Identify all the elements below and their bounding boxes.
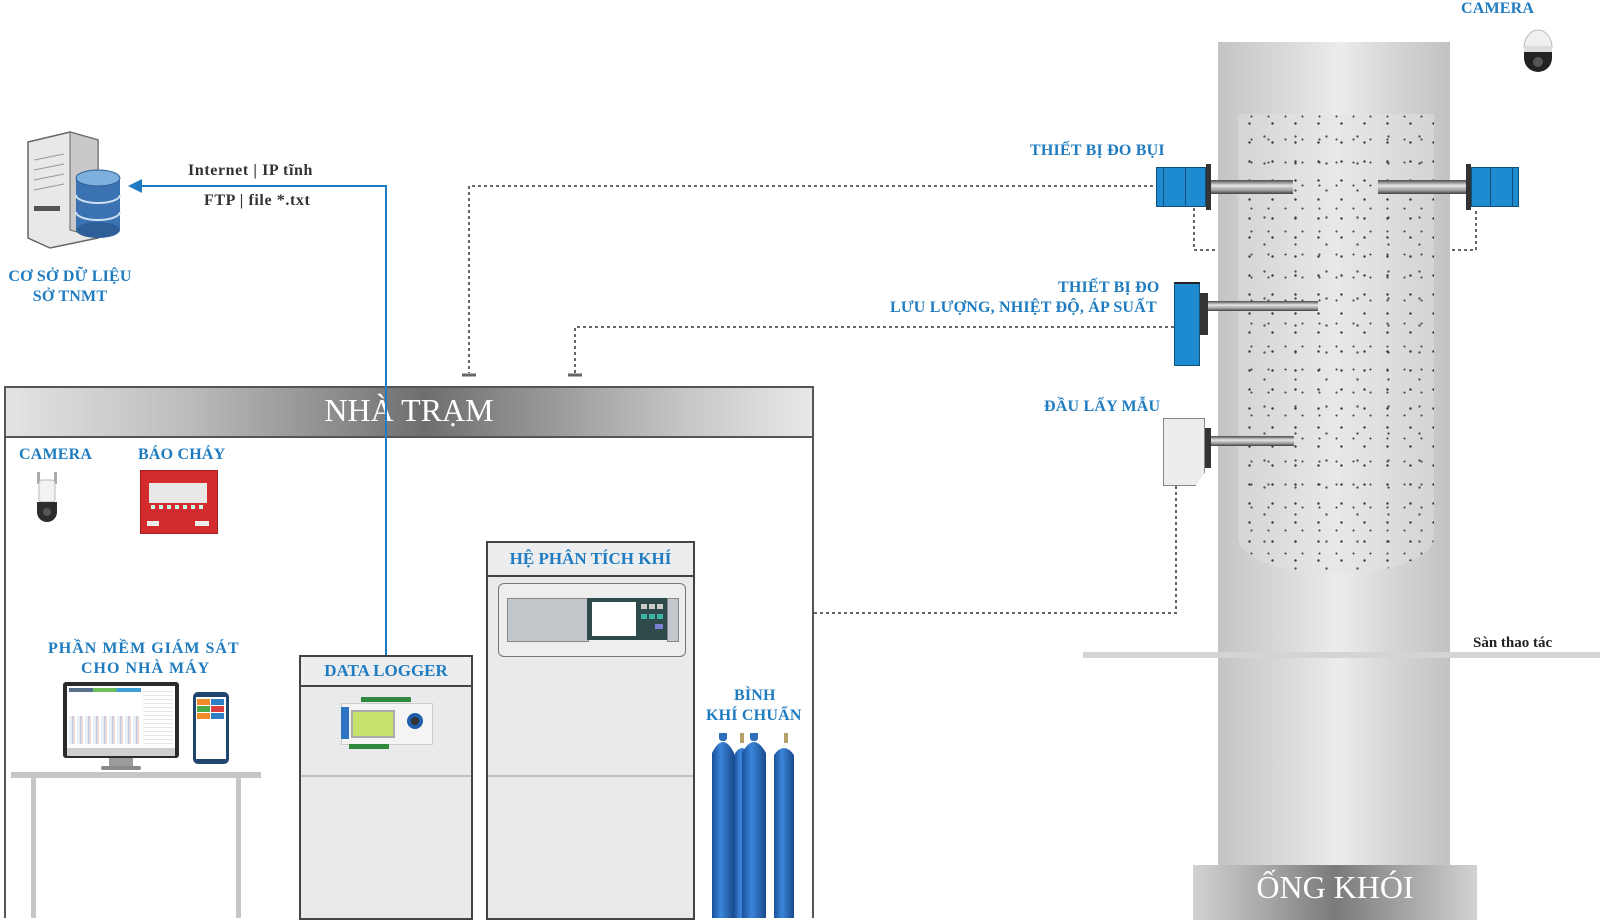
gas-cylinder-label-line2: KHÍ CHUẨN bbox=[706, 707, 802, 724]
server-database-icon bbox=[27, 131, 121, 249]
arrow-to-database-icon bbox=[128, 179, 142, 193]
stack-title: ỐNG KHÓI bbox=[1256, 869, 1414, 905]
sampling-probe-label: ĐẦU LẤY MẪU bbox=[1044, 398, 1161, 415]
dust-receiver bbox=[1471, 167, 1519, 207]
gas-analyzer-cabinet: HỆ PHÂN TÍCH KHÍ bbox=[486, 541, 695, 920]
platform-label: Sàn thao tác bbox=[1473, 635, 1553, 651]
dust-monitor-label: THIẾT BỊ ĐO BỤI bbox=[1030, 142, 1165, 159]
work-platform bbox=[1083, 652, 1600, 658]
sample-line bbox=[705, 480, 1177, 614]
phone-icon bbox=[193, 692, 229, 764]
uplink-line-segment bbox=[385, 386, 387, 656]
transfer-protocol-line2: FTP | file *.txt bbox=[204, 192, 311, 209]
flow-signal-line bbox=[574, 326, 1174, 373]
data-logger-device-icon bbox=[341, 697, 433, 749]
data-logger-cabinet: DATA LOGGER bbox=[299, 655, 473, 920]
chimney-stack bbox=[1218, 42, 1450, 870]
monitor-icon bbox=[63, 682, 179, 772]
database-label-line2: SỞ TNMT bbox=[32, 288, 108, 305]
sampling-probe-box bbox=[1163, 418, 1205, 486]
database-label-line1: CƠ SỞ DỮ LIỆU bbox=[8, 268, 132, 285]
flow-device-rod bbox=[1208, 301, 1318, 311]
fire-alarm-label: BÁO CHÁY bbox=[138, 446, 226, 463]
dust-receiver-rod bbox=[1378, 180, 1466, 194]
gas-cylinders-icon bbox=[712, 733, 804, 918]
flow-device-label-line1: THIẾT BỊ ĐO bbox=[1058, 279, 1160, 296]
flow-device-label-line2: LƯU LƯỢNG, NHIỆT ĐỘ, ÁP SUẤT bbox=[890, 299, 1157, 316]
station-camera-label: CAMERA bbox=[19, 446, 93, 463]
gas-analyzer-device-icon bbox=[498, 583, 686, 657]
fire-alarm-panel-icon bbox=[140, 470, 218, 534]
software-label-line1: PHẦN MỀM GIÁM SÁT bbox=[48, 640, 240, 657]
transfer-protocol-line1: Internet | IP tĩnh bbox=[188, 162, 313, 179]
dust-transmitter-rod bbox=[1211, 180, 1293, 194]
station-camera-icon bbox=[34, 470, 60, 522]
dust-transmitter bbox=[1156, 167, 1206, 207]
dust-signal-line bbox=[468, 185, 1153, 373]
sampling-probe-rod bbox=[1211, 436, 1294, 446]
database-server bbox=[20, 130, 130, 250]
stack-base: ỐNG KHÓI bbox=[1193, 865, 1477, 920]
data-logger-label: DATA LOGGER bbox=[301, 657, 471, 687]
ptz-camera-icon bbox=[1520, 24, 1556, 76]
flow-device bbox=[1174, 282, 1200, 366]
gas-cylinder-label-line1: BÌNH bbox=[734, 687, 776, 704]
stack-camera-label: CAMERA bbox=[1461, 0, 1535, 17]
station-title: NHÀ TRẠM bbox=[324, 392, 494, 428]
software-label-line2: CHO NHÀ MÁY bbox=[81, 660, 211, 677]
gas-analyzer-label: HỆ PHÂN TÍCH KHÍ bbox=[488, 543, 693, 577]
station-header: NHÀ TRẠM bbox=[4, 386, 814, 438]
desk bbox=[11, 772, 261, 918]
